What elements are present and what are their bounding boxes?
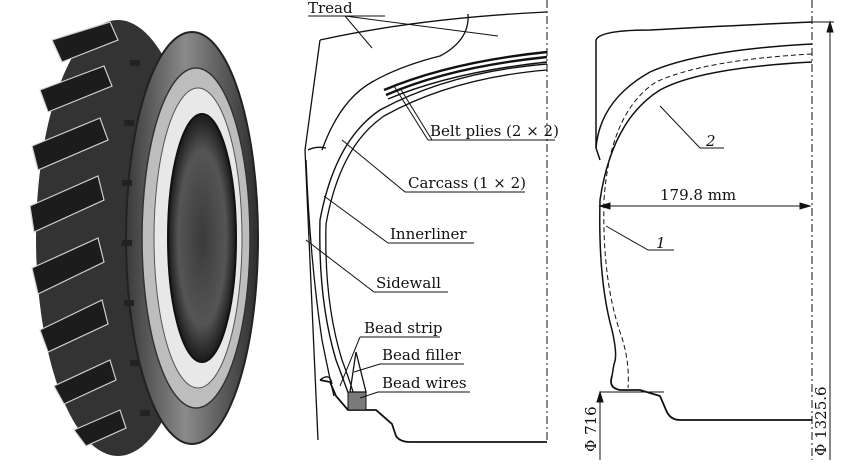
tire-photo [29,20,259,456]
label-tread: Tread [308,0,353,17]
dimension-profile [595,0,813,460]
component-labels: Tread Belt plies (2 × 2) Carcass (1 × 2)… [308,0,559,392]
leader-lines [305,15,555,399]
label-outer-diameter: Φ 1325.6 [812,386,830,456]
label-section-width: 179.8 mm [660,186,736,204]
label-profile-2: 2 [705,132,716,150]
dimension-labels: 179.8 mm 2 1 Φ 716 Φ 1325.6 [582,132,830,456]
label-bead-strip: Bead strip [364,319,443,337]
label-innerliner: Innerliner [390,225,467,243]
label-bead-filler: Bead filler [382,346,462,364]
tread-lugs [29,21,127,447]
label-profile-1: 1 [656,234,666,252]
label-bead-wires: Bead wires [382,374,467,392]
label-bead-diameter: Φ 716 [582,406,600,452]
label-carcass: Carcass (1 × 2) [408,174,526,192]
label-belt-plies: Belt plies (2 × 2) [430,122,559,140]
dimension-lines [596,20,834,460]
label-sidewall: Sidewall [376,274,441,292]
